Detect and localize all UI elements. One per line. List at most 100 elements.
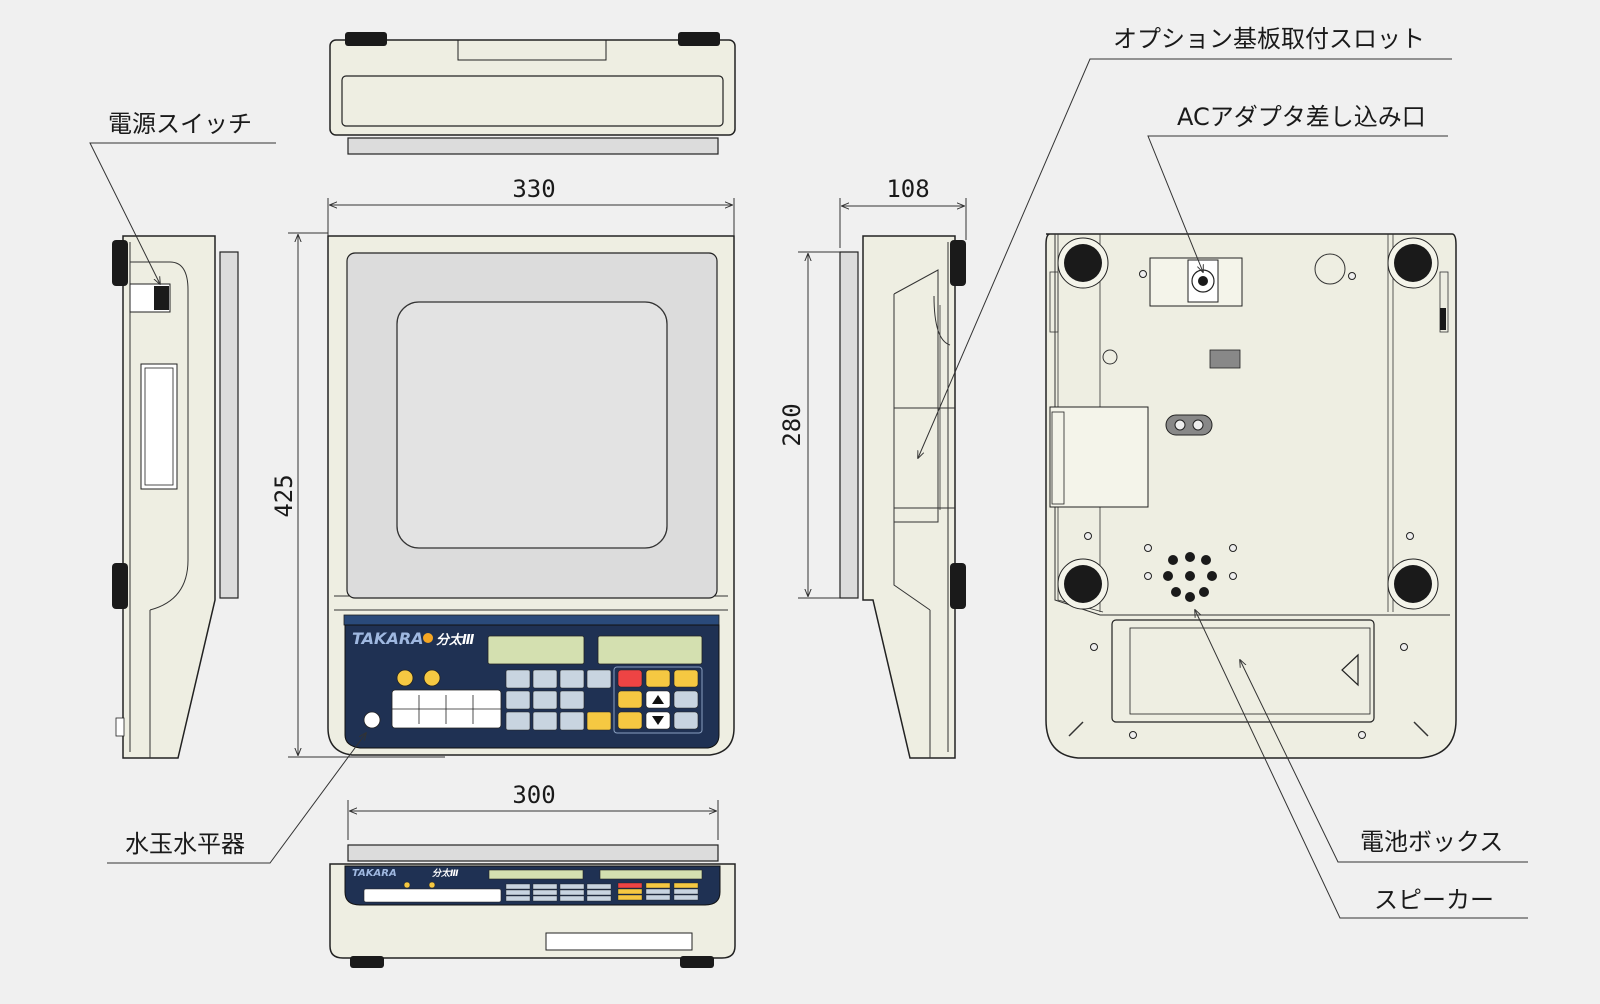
keypad-key — [559, 711, 585, 731]
screw — [1144, 572, 1152, 580]
top-edge-view — [329, 32, 736, 155]
label-battery-box: 電池ボックス — [1360, 828, 1503, 856]
front-key — [505, 895, 531, 902]
front-key — [559, 883, 585, 890]
function-key — [673, 690, 699, 709]
screw — [1084, 532, 1092, 540]
screw — [1229, 572, 1237, 580]
dimension-425: 425 — [270, 232, 445, 758]
screw — [1090, 643, 1098, 651]
rubber-foot-icon — [1394, 565, 1432, 603]
screw — [1229, 544, 1237, 552]
keypad-key — [505, 690, 531, 710]
speaker-hole — [1207, 571, 1217, 581]
function-key — [617, 711, 643, 730]
function-key — [617, 669, 643, 688]
function-keypad — [613, 666, 703, 734]
function-key — [673, 669, 699, 688]
rubber-feet — [1057, 237, 1439, 610]
speaker-hole — [1199, 587, 1209, 597]
screw — [1406, 532, 1414, 540]
front-key — [532, 889, 558, 896]
front-function-key — [645, 888, 671, 895]
screw — [1144, 544, 1152, 552]
up-arrow-icon — [652, 695, 664, 704]
speaker-hole — [1163, 571, 1173, 581]
dimension-280: 280 — [778, 251, 840, 599]
power-switch-icon — [154, 286, 169, 310]
brand-logo: TAKARA — [352, 629, 424, 648]
keypad-key — [559, 669, 585, 689]
screw — [1358, 731, 1366, 739]
foot-icon — [350, 956, 384, 968]
rubber-foot-icon — [1394, 244, 1432, 282]
screw — [1139, 270, 1147, 278]
speaker-hole — [1185, 571, 1195, 581]
function-key — [673, 711, 699, 730]
front-function-key — [617, 888, 643, 895]
foot-icon — [345, 32, 387, 46]
front-function-key — [645, 882, 671, 889]
main-top-view: TAKARA 分太Ⅲ — [327, 235, 735, 756]
dim-side-width: 108 — [886, 175, 929, 203]
rubber-foot-icon — [1064, 565, 1102, 603]
callout-ac-adapter: ACアダプタ差し込み口 — [1147, 103, 1448, 272]
dimension-330: 330 — [327, 175, 735, 236]
indicator-lamp — [396, 669, 414, 687]
foot-icon — [112, 240, 128, 286]
underside-view — [1045, 233, 1457, 759]
function-key — [645, 669, 671, 688]
speaker-hole — [1168, 555, 1178, 565]
front-function-key — [617, 882, 643, 889]
dim-depth-left: 425 — [270, 474, 298, 517]
keypad-key — [505, 669, 531, 689]
keypad-key — [532, 690, 558, 710]
dim-width-top: 330 — [512, 175, 555, 203]
speaker-hole — [1185, 592, 1195, 602]
keypad-key — [532, 669, 558, 689]
lcd-display-right — [597, 635, 703, 665]
keypad-key — [586, 711, 612, 731]
keypad-key — [532, 711, 558, 731]
callout-power-switch: 電源スイッチ — [89, 110, 276, 284]
foot-icon — [950, 563, 966, 609]
label-speaker: スピーカー — [1374, 886, 1494, 914]
foot-icon — [950, 240, 966, 286]
indicator-lamp — [423, 669, 441, 687]
front-brand-logo: TAKARA — [352, 868, 397, 879]
callout-speaker: スピーカー — [1195, 610, 1528, 919]
foot-icon — [112, 563, 128, 609]
speaker-hole — [1171, 587, 1181, 597]
keypad-key — [559, 690, 585, 710]
rubber-foot-icon — [1064, 244, 1102, 282]
speaker-hole — [1201, 555, 1211, 565]
front-key — [586, 889, 612, 896]
callout-option-slot: オプション基板取付スロット — [918, 25, 1452, 458]
screw — [1348, 272, 1356, 280]
callout-battery-box: 電池ボックス — [1240, 660, 1528, 863]
front-lamp — [428, 881, 436, 889]
front-key — [559, 889, 585, 896]
front-key — [586, 883, 612, 890]
front-model-logo: 分太Ⅲ — [432, 868, 459, 879]
front-key — [532, 883, 558, 890]
battery-box-cover — [1111, 619, 1375, 723]
function-key — [617, 690, 643, 709]
function-keypad-frame — [613, 666, 703, 734]
dimension-300: 300 — [347, 781, 719, 840]
model-logo: 分太Ⅲ — [436, 632, 475, 648]
label-ac-adapter: ACアダプタ差し込み口 — [1177, 103, 1426, 131]
callout-level: 水玉水平器 — [107, 733, 366, 864]
front-key — [586, 895, 612, 902]
front-key — [505, 889, 531, 896]
label-option-slot: オプション基板取付スロット — [1113, 25, 1425, 53]
front-function-key — [617, 894, 643, 901]
front-key — [505, 883, 531, 890]
front-function-key — [673, 882, 699, 889]
label-power-switch: 電源スイッチ — [108, 110, 252, 138]
foot-icon — [678, 32, 720, 46]
dim-side-height: 280 — [778, 403, 806, 446]
screw — [1129, 731, 1137, 739]
dim-width-bottom: 300 — [512, 781, 555, 809]
